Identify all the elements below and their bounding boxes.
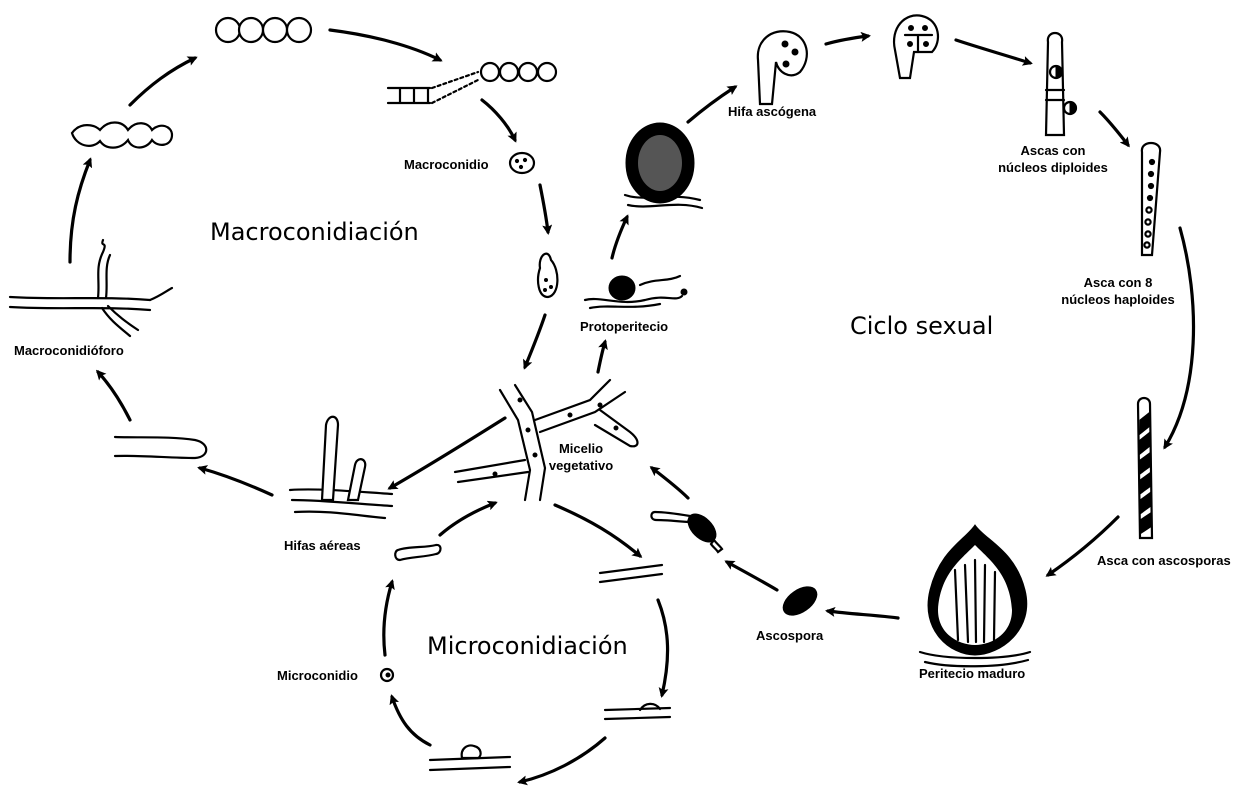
label-micelio-vegetativo: Micelio vegetativo <box>540 440 622 474</box>
label-micelio-line2: vegetativo <box>540 457 622 474</box>
label-ascas-line2: núcleos diploides <box>988 159 1118 176</box>
mature-perithecium <box>920 525 1030 666</box>
aerial-hyphae <box>290 417 392 518</box>
label-hifa-ascogena: Hifa ascógena <box>728 103 816 120</box>
label-asca-hap-line1: Asca con 8 <box>1050 274 1186 291</box>
label-macroconidioforo: Macroconidióforo <box>14 342 124 359</box>
microconidiation-title: Microconidiación <box>427 632 628 660</box>
germinating-ascospore <box>651 509 722 552</box>
young-perithecium <box>625 123 702 208</box>
label-asca-haploides: Asca con 8 núcleos haploides <box>1050 274 1186 308</box>
ascospore <box>778 581 822 621</box>
label-ascospora: Ascospora <box>756 627 823 644</box>
label-asca-ascosporas: Asca con ascosporas <box>1097 552 1231 569</box>
macroconidiophore <box>10 240 172 336</box>
macro-chain-left <box>72 123 172 148</box>
label-microconidio: Microconidio <box>277 667 358 684</box>
ascogenous-hypha <box>758 31 807 104</box>
ascus-with-ascospores <box>1138 398 1152 538</box>
microconidium-cell <box>381 669 393 681</box>
label-ascas-line1: Ascas con <box>988 142 1118 159</box>
aerial-hypha-stub <box>115 437 206 458</box>
protoperithecium <box>585 276 687 308</box>
label-micelio-line1: Micelio <box>540 440 622 457</box>
label-macroconidio: Macroconidio <box>404 156 489 173</box>
diploid-ascus <box>1046 33 1076 135</box>
label-peritecio-maduro: Peritecio maduro <box>919 665 1025 682</box>
label-asca-hap-line2: núcleos haploides <box>1050 291 1186 308</box>
crozier-stage <box>894 15 938 78</box>
macroconidium-cell <box>510 153 534 173</box>
microconidium-germ <box>395 545 440 560</box>
macro-chain-top <box>216 18 311 42</box>
macro-chain-broken <box>388 63 556 103</box>
ascus-8-nuclei <box>1142 143 1160 255</box>
macroconidiation-title: Macroconidiación <box>210 218 419 246</box>
label-hifas-aereas: Hifas aéreas <box>284 537 361 554</box>
microconidiophore-bottom <box>430 746 510 771</box>
germinating-conidium <box>538 254 557 297</box>
label-ascas-diploides: Ascas con núcleos diploides <box>988 142 1118 176</box>
label-protoperitecio: Protoperitecio <box>580 318 668 335</box>
sexual-cycle-title: Ciclo sexual <box>850 312 993 340</box>
